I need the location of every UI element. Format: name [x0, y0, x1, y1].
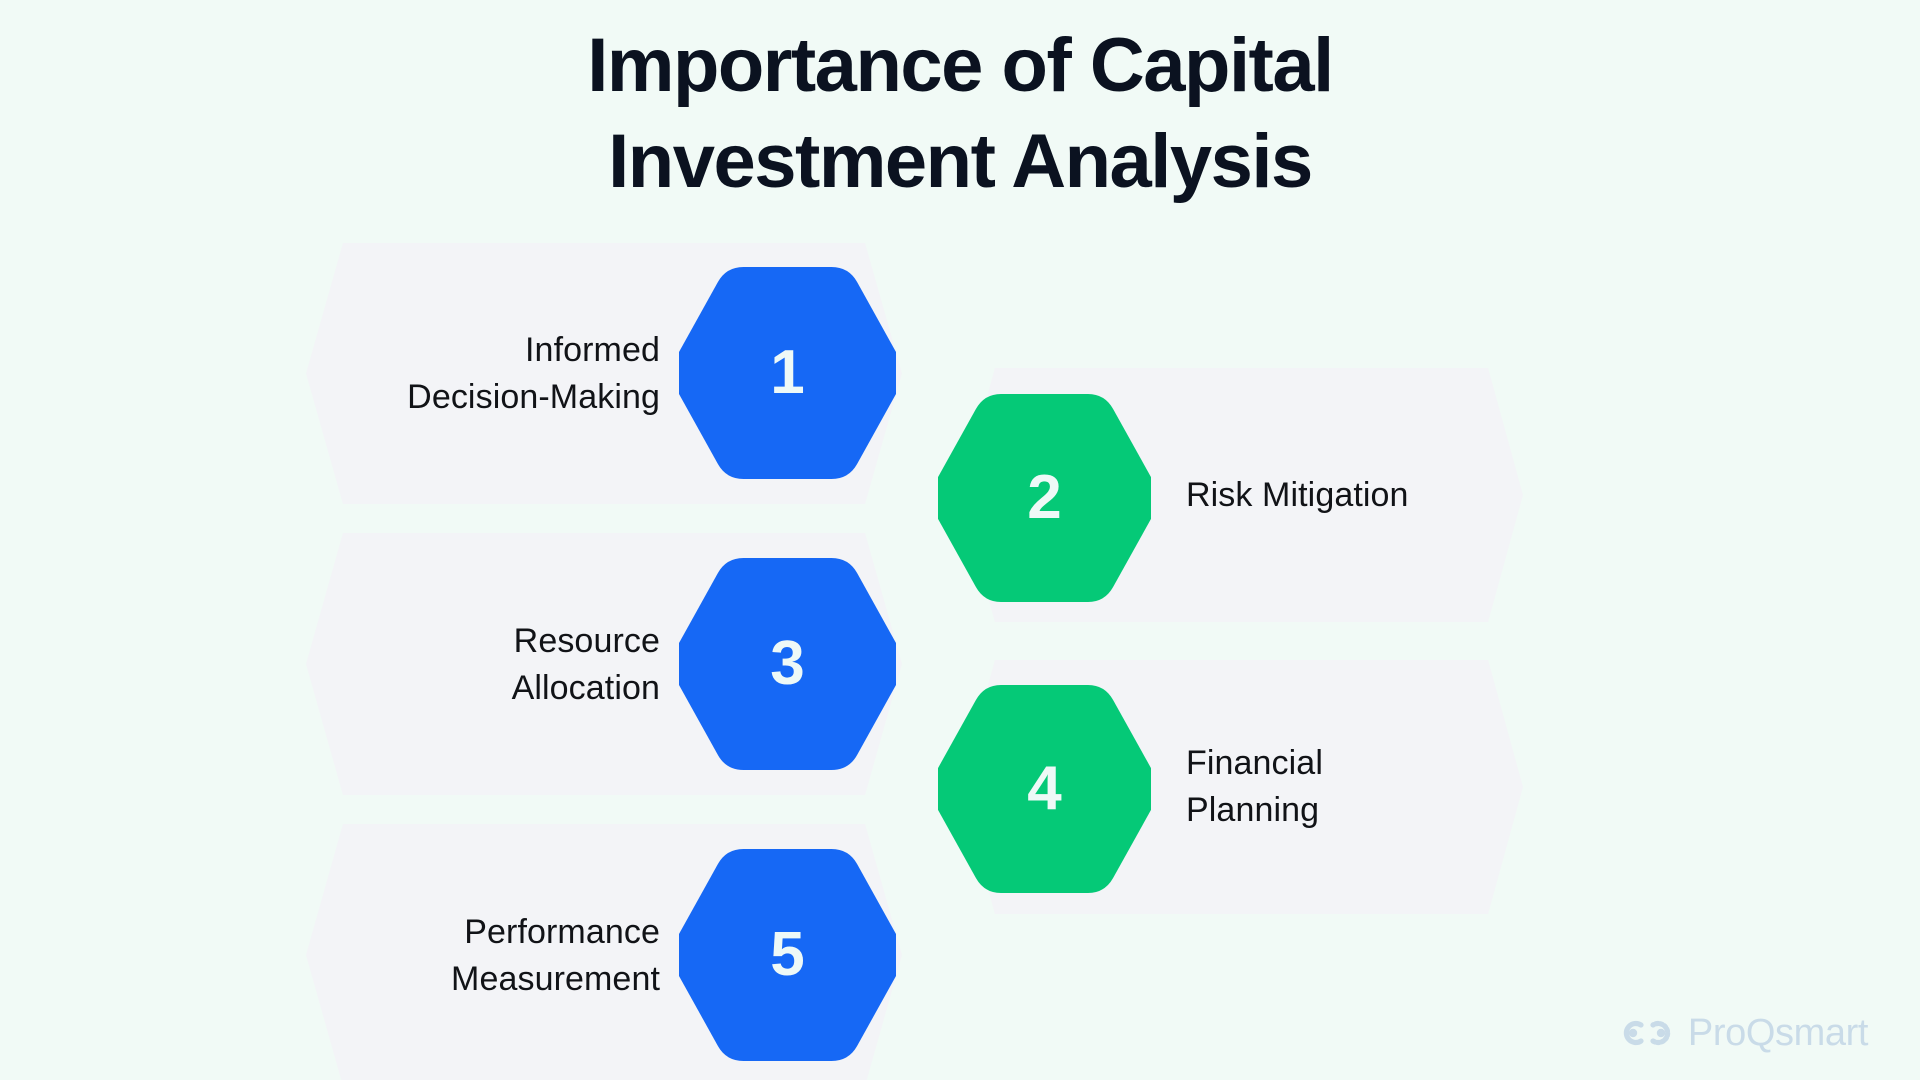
hexagon-shape-icon	[938, 685, 1151, 893]
item-hexagon-4[interactable]: 4	[938, 676, 1151, 902]
item-hexagon-2[interactable]: 2	[938, 385, 1151, 611]
item-hexagon-3[interactable]: 3	[679, 549, 896, 779]
item-number-2: 2	[1027, 463, 1062, 532]
brand-name: ProQsmart	[1687, 1012, 1868, 1054]
item-hexagon-5[interactable]: 5	[679, 840, 896, 1070]
item-label-4: Financial Planning	[1186, 744, 1323, 829]
item-number-5: 5	[770, 920, 805, 989]
page-title: Importance of Capital Investment Analysi…	[0, 18, 1920, 210]
brand-logo: ProQsmart	[1619, 1014, 1868, 1052]
page-title-line-2: Investment Analysis	[608, 119, 1313, 204]
hexagon-shape-icon	[938, 394, 1151, 602]
item-label-3: Resource Allocation	[511, 622, 660, 707]
proqsmart-logo-icon	[1623, 1020, 1671, 1046]
item-number-1: 1	[770, 338, 805, 407]
hexagon-shape-icon	[679, 267, 896, 479]
item-number-4: 4	[1027, 754, 1062, 823]
item-label-2: Risk Mitigation	[1186, 476, 1409, 514]
item-label-5: Performance Measurement	[451, 913, 660, 998]
item-number-3: 3	[770, 629, 805, 698]
hexagon-shape-icon	[679, 849, 896, 1061]
item-hexagon-1[interactable]: 1	[679, 258, 896, 488]
page-title-line-1: Importance of Capital	[587, 23, 1334, 108]
hexagon-shape-icon	[679, 558, 896, 770]
item-label-1: Informed Decision-Making	[407, 331, 660, 416]
